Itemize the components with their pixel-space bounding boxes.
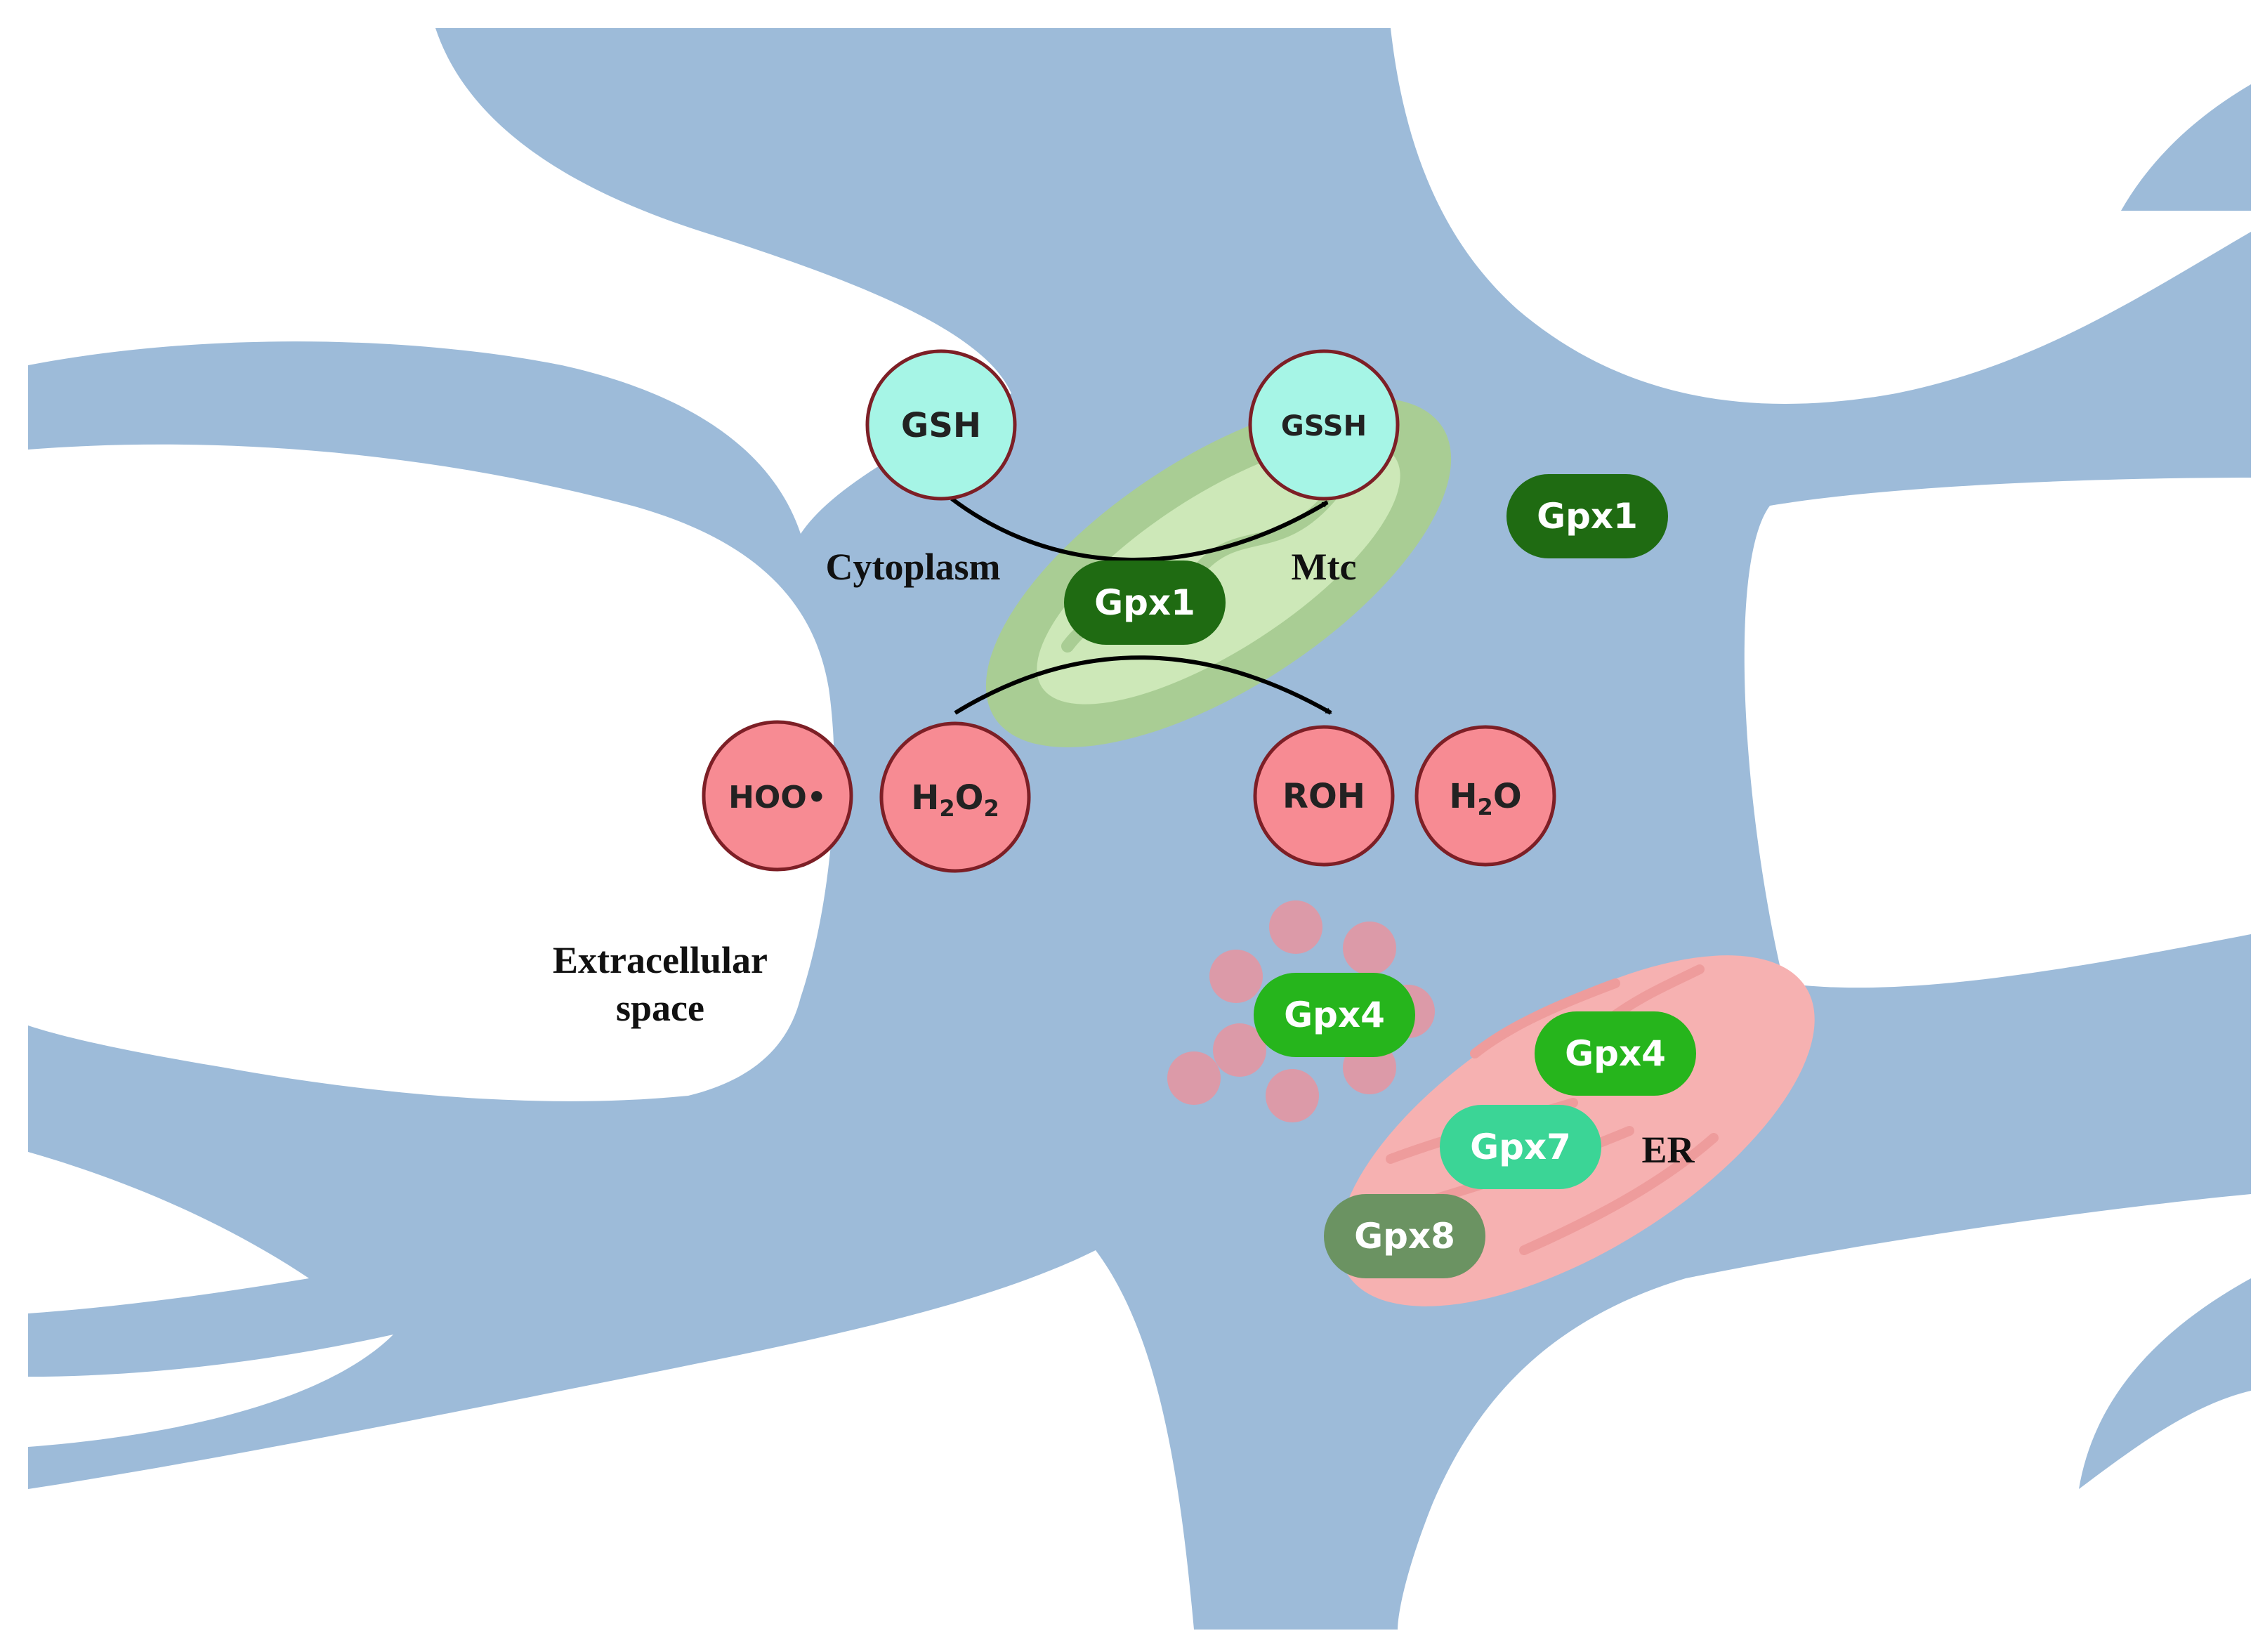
- reaction-arrow-h2o2-to-roh: [954, 655, 1332, 715]
- h2o2-label: H2O2: [911, 778, 999, 822]
- extracellular-region-right: [1744, 478, 2251, 988]
- extracellular-region-left: [28, 444, 834, 1101]
- gpx1-mitochondrial-enzyme: Gpx1: [1064, 560, 1226, 645]
- mtc-label: Mtc: [1292, 546, 1357, 588]
- gpx7-er-pill: [1440, 1105, 1601, 1189]
- gpx1-cytosolic-pill: [1506, 474, 1668, 558]
- hoo-node: HOO•: [702, 720, 853, 872]
- gpx4-er-label: Gpx4: [1565, 1033, 1666, 1074]
- gsh-circle: [865, 349, 1017, 501]
- gpx4-vesicle-pill: [1254, 973, 1415, 1057]
- gssh-label: GSSH: [1281, 410, 1367, 442]
- gpx7-er-enzyme: Gpx7: [1440, 1105, 1601, 1189]
- vesicle: [1266, 1069, 1319, 1122]
- reaction-arrow-gsh-to-gssh: [950, 497, 1329, 562]
- h2o-h: H: [1449, 777, 1477, 816]
- h2o2-node: H2O2: [879, 721, 1031, 873]
- h2o-node: H2O: [1414, 725, 1556, 867]
- gpx1-cytosolic-enzyme: Gpx1: [1506, 474, 1668, 558]
- cytoplasm-label: Cytoplasm: [825, 546, 1000, 588]
- vesicle: [1269, 900, 1322, 954]
- vesicle: [1209, 950, 1263, 1003]
- gsh-node: GSH: [865, 349, 1017, 501]
- h2o-sub: 2: [1478, 794, 1493, 820]
- branch-gap-2: [28, 28, 393, 281]
- h2o2-sub2: 2: [983, 795, 999, 822]
- branch-gap-1: [28, 28, 211, 169]
- gpx4-er-pill: [1535, 1011, 1696, 1096]
- gpx4-vesicle-label: Gpx4: [1284, 995, 1385, 1035]
- h2o2-o: O: [955, 778, 984, 818]
- extracellular-label-line1: Extracellular: [553, 939, 768, 981]
- h2o-label: H2O: [1449, 777, 1521, 820]
- gpx8-er-pill: [1324, 1194, 1485, 1278]
- gpx4-vesicle-enzyme: Gpx4: [1254, 973, 1415, 1057]
- cell-body: [28, 28, 2251, 1630]
- h2o2-sub1: 2: [939, 795, 954, 822]
- roh-node: ROH: [1253, 725, 1395, 867]
- hoo-label: HOO•: [728, 780, 827, 815]
- gpx8-er-label: Gpx8: [1354, 1216, 1455, 1257]
- roh-circle: [1253, 725, 1395, 867]
- h2o2-circle: [879, 721, 1031, 873]
- h2o-circle: [1414, 725, 1556, 867]
- extracellular-region-bottom-right: [1398, 1194, 2251, 1630]
- gpx1-mitochondrial-pill: [1064, 560, 1226, 645]
- roh-label: ROH: [1282, 777, 1365, 816]
- gssh-circle: [1248, 349, 1400, 501]
- h2o-o: O: [1493, 777, 1522, 816]
- gpx7-er-label: Gpx7: [1470, 1127, 1571, 1167]
- gpx1-mitochondrial-label: Gpx1: [1094, 582, 1195, 623]
- extracellular-regions: [28, 28, 2251, 1630]
- hoo-circle: [702, 720, 853, 872]
- gpx1-cytosolic-label: Gpx1: [1537, 496, 1638, 537]
- gpx4-er-enzyme: Gpx4: [1535, 1011, 1696, 1096]
- vesicle: [1213, 1023, 1266, 1077]
- cell: [28, 28, 2251, 1630]
- branch-gap-6: [28, 1335, 393, 1447]
- extracellular-region-top-right: [1391, 28, 2251, 404]
- branch-gap-4: [2079, 1278, 2251, 1489]
- er-label: ER: [1641, 1129, 1695, 1171]
- branch-gap-5: [28, 1152, 309, 1313]
- h2o2-h: H: [911, 778, 939, 818]
- extracellular-region-bottom-left: [28, 1250, 1194, 1630]
- branch-gap-3: [2121, 84, 2251, 211]
- gpx8-er-enzyme: Gpx8: [1324, 1194, 1485, 1278]
- gssh-node: GSSH: [1248, 349, 1400, 501]
- extracellular-label-line2: space: [616, 987, 704, 1029]
- vesicle: [1167, 1051, 1221, 1105]
- gsh-label: GSH: [901, 406, 981, 445]
- vesicle-cluster: [1167, 900, 1435, 1122]
- vesicle: [1343, 922, 1396, 975]
